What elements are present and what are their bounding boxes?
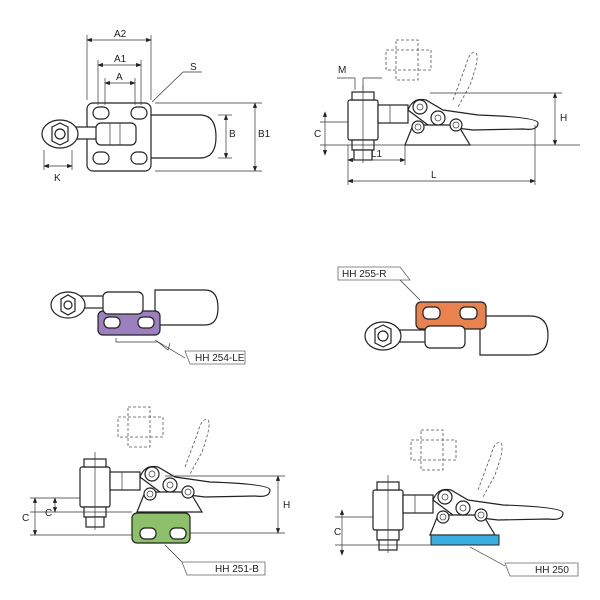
dim-label-c-outer: C	[22, 513, 29, 524]
colored-base-blue	[430, 534, 500, 546]
variant-label-hh255-r: HH 255-R	[342, 269, 386, 280]
dim-label-a: A	[116, 72, 123, 83]
dim-label-a1: A1	[114, 54, 127, 65]
top-view-clamp: A2 A1 A S B B1 K	[41, 29, 271, 184]
dim-label-c: C	[314, 129, 321, 140]
variant-hh250: C HH 250	[334, 429, 579, 577]
dim-label-l1: L1	[371, 149, 383, 160]
variant-hh254-le: HH 254-LE	[50, 289, 246, 365]
variant-label-hh254-le: HH 254-LE	[195, 353, 245, 364]
dim-label-s: S	[190, 62, 197, 73]
dim-label-h: H	[283, 500, 290, 511]
dim-label-c-inner: C	[45, 508, 52, 519]
variant-hh255-r: HH 255-R	[337, 266, 549, 356]
variant-label-hh250: HH 250	[535, 565, 569, 576]
dim-label-l: L	[431, 170, 437, 181]
dim-label-a2: A2	[114, 29, 127, 40]
variant-label-hh251-b: HH 251-B	[215, 564, 259, 575]
side-view-clamp: M C L1 L H	[314, 39, 580, 185]
dim-label-b1: B1	[258, 129, 271, 140]
dim-label-c: C	[334, 527, 341, 538]
dim-label-b: B	[229, 129, 236, 140]
dim-label-k: K	[54, 173, 61, 184]
variant-hh251-b: C C H HH 251-B	[22, 406, 290, 576]
dim-label-m: M	[338, 65, 346, 76]
dim-label-h: H	[560, 113, 567, 124]
